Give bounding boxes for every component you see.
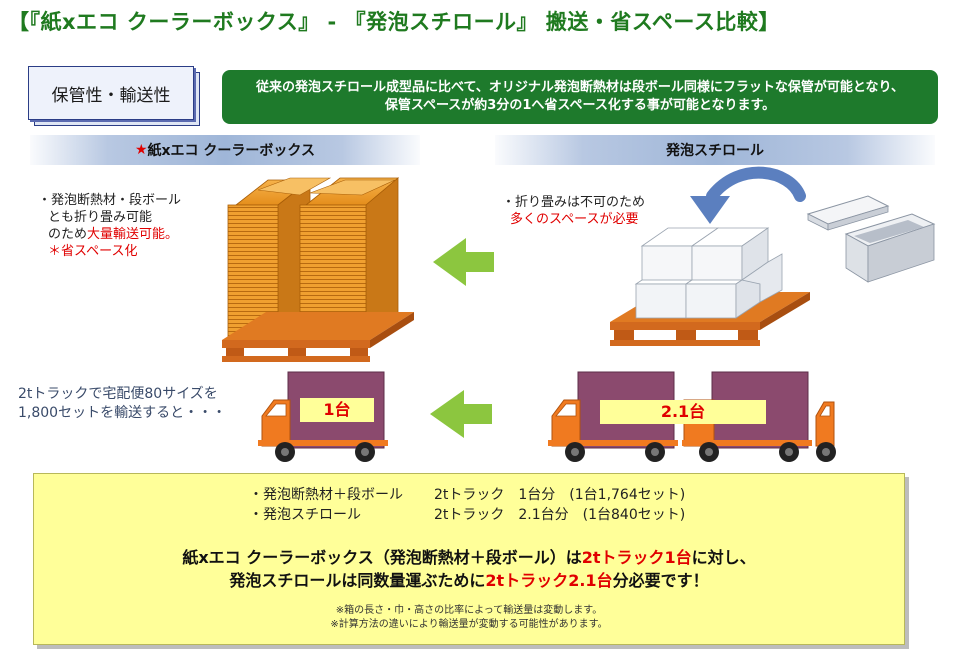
section-label: 保管性・輸送性 bbox=[28, 66, 194, 120]
truck-note-line-1: 2tトラックで宅配便80サイズを bbox=[18, 386, 218, 402]
info-row-1-name: ・発泡断熱材＋段ボール bbox=[249, 487, 403, 503]
truck-right-1 bbox=[548, 371, 678, 462]
summary-2-highlight: 2tトラック2.1台 bbox=[485, 571, 613, 590]
stacked-cardboard-pallet bbox=[222, 177, 414, 362]
footnotes: ※箱の長さ・巾・高さの比率によって輸送量は変動します。 ※計算方法の違いにより輸… bbox=[34, 604, 904, 632]
right-note-line-2: 多くのスペースが必要 bbox=[510, 212, 639, 227]
left-note: ・発泡断熱材・段ボール とも折り畳み可能 のため大量輸送可能。 ＊省スペース化 bbox=[38, 192, 181, 260]
curved-arrow bbox=[690, 166, 806, 224]
right-header-text: 発泡スチロール bbox=[666, 143, 764, 159]
footnote-1: ※箱の長さ・巾・高さの比率によって輸送量は変動します。 bbox=[335, 605, 603, 616]
arrow-left-bottom bbox=[430, 390, 492, 438]
summary-1c: に対し、 bbox=[691, 548, 756, 567]
banner-line-1: 従来の発泡スチロール成型品に比べて、オリジナル発泡断熱材は段ボール同様にフラット… bbox=[256, 80, 904, 95]
foam-box-icon bbox=[806, 195, 936, 283]
arrow-left-top bbox=[433, 238, 494, 286]
summary-1a: 紙xエコ クーラーボックス（発泡断熱材＋段ボール）は bbox=[182, 548, 582, 567]
right-note-line-1: ・折り畳みは不可のため bbox=[502, 195, 646, 210]
left-header-band: ★ 紙xエコ クーラーボックス bbox=[30, 135, 420, 165]
truck-note-line-2: 1,800セットを輸送すると・・・ bbox=[18, 405, 227, 421]
truck-note: 2tトラックで宅配便80サイズを 1,800セットを輸送すると・・・ bbox=[18, 385, 226, 423]
info-row-2-value: 2tトラック 2.1台分 (1台840セット) bbox=[434, 507, 686, 523]
page-title: 【『紙xエコ クーラーボックス』 - 『発泡スチロール』 搬送・省スペース比較】 bbox=[8, 10, 780, 34]
summary-1-highlight: 2tトラック1台 bbox=[581, 548, 692, 567]
comparison-summary-box: ・発泡断熱材＋段ボール 2tトラック 1台分 (1台1,764セット) ・発泡ス… bbox=[33, 473, 905, 645]
right-header-band: 発泡スチロール bbox=[495, 135, 935, 165]
right-note: ・折り畳みは不可のため 多くのスペースが必要 bbox=[502, 194, 645, 228]
left-note-highlight: 大量輸送可能。 bbox=[87, 227, 179, 242]
left-note-line-2: とも折り畳み可能 bbox=[48, 210, 153, 225]
summary-text: 紙xエコ クーラーボックス（発泡断熱材＋段ボール）は2tトラック1台に対し、 発… bbox=[34, 546, 904, 592]
left-note-line-3a: のため bbox=[48, 227, 88, 242]
info-row-1-value: 2tトラック 1台分 (1台1,764セット) bbox=[434, 487, 686, 503]
footnote-2: ※計算方法の違いにより輸送量が変動する可能性があります。 bbox=[330, 619, 608, 630]
summary-line-2: 発泡スチロールは同数量運ぶために2tトラック2.1台分必要です！ bbox=[34, 569, 904, 592]
summary-2c: 分必要です！ bbox=[612, 571, 709, 590]
right-truck-label: 2.1台 bbox=[600, 400, 766, 424]
description-banner: 従来の発泡スチロール成型品に比べて、オリジナル発泡断熱材は段ボール同様にフラット… bbox=[222, 70, 938, 124]
banner-line-2: 保管スペースが約3分の1へ省スペース化する事が可能となります。 bbox=[384, 98, 776, 113]
left-truck-label: 1台 bbox=[300, 398, 374, 422]
left-header-text: 紙xエコ クーラーボックス bbox=[147, 143, 316, 159]
foam-block-pallet bbox=[610, 227, 810, 346]
left-note-line-1: ・発泡断熱材・段ボール bbox=[38, 193, 182, 208]
star-icon: ★ bbox=[134, 142, 148, 158]
summary-2a: 発泡スチロールは同数量運ぶために bbox=[229, 571, 486, 590]
left-note-line-3: のため大量輸送可能。 bbox=[38, 226, 181, 243]
left-note-line-4: ＊省スペース化 bbox=[48, 244, 138, 259]
summary-line-1: 紙xエコ クーラーボックス（発泡断熱材＋段ボール）は2tトラック1台に対し、 bbox=[34, 546, 904, 569]
info-row-2-name: ・発泡スチロール bbox=[249, 507, 361, 523]
